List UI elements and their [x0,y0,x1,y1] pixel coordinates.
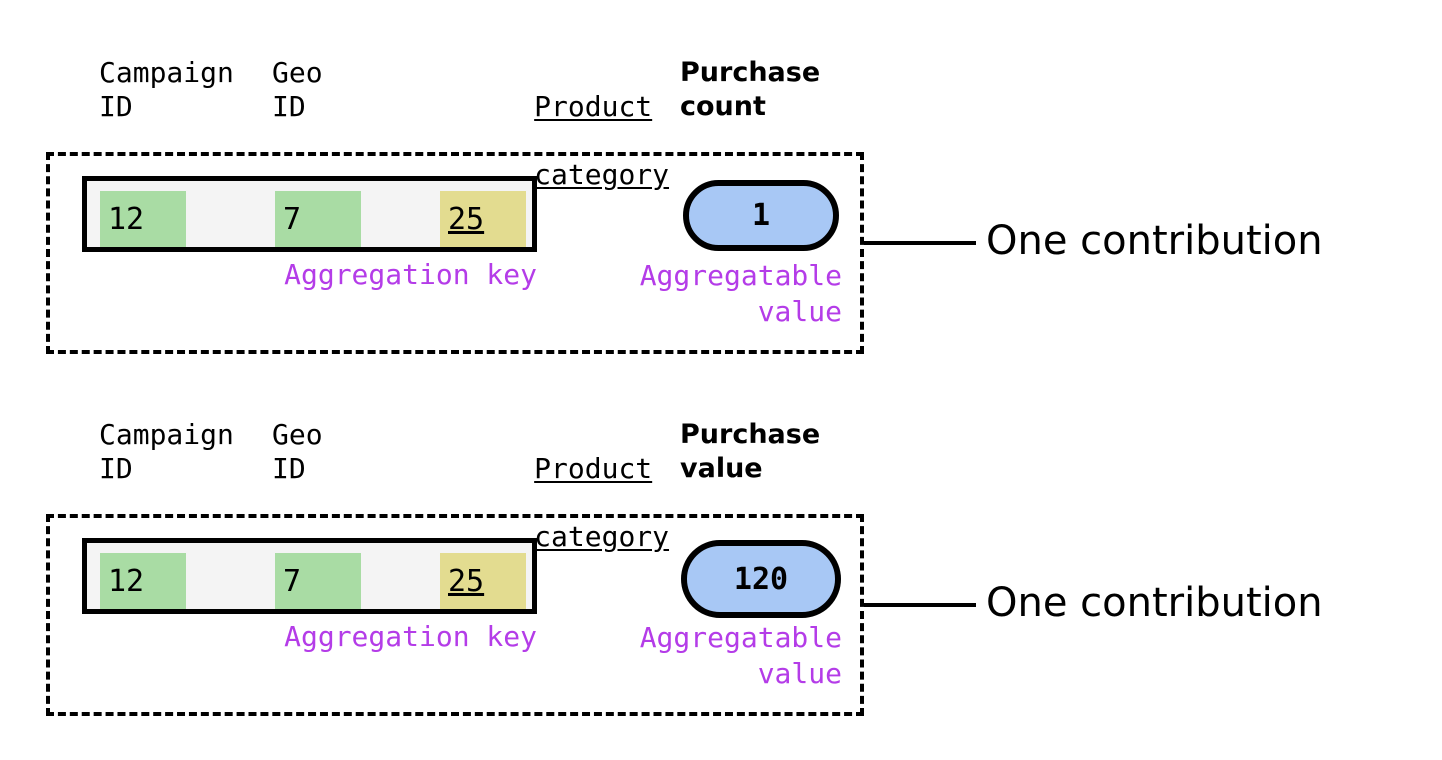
annotation-one-contribution: One contribution [986,218,1323,264]
key-cell-product-category: 25 [440,553,526,609]
aggregation-key-box: 12 7 25 [82,538,537,614]
header-product-category-line2: category [534,158,670,191]
header-product-category: Product category [433,418,669,588]
aggregatable-value-caption: Aggregatable value [639,259,842,328]
key-cell-campaign-id: 12 [100,553,186,609]
key-cell-campaign-id: 12 [100,191,186,247]
header-product-category-line1: Product [534,90,653,123]
contribution-boundary-box: 12 7 25 Aggregation key 120 Aggregatable… [46,514,864,716]
key-cell-product-category: 25 [440,191,526,247]
column-headers-row: Campaign ID Geo ID Product category Purc… [0,56,1442,191]
aggregation-key-caption: Aggregation key [284,620,537,653]
annotation-one-contribution: One contribution [986,580,1323,626]
header-product-category-line2: category [534,520,670,553]
header-geo-id: Geo ID [272,418,323,485]
leader-line [864,241,976,245]
header-campaign-id: Campaign ID [99,56,234,123]
aggregatable-value-pill: 120 [681,540,841,618]
aggregation-key-box: 12 7 25 [82,176,537,252]
header-product-category: Product category [433,56,669,226]
contribution-boundary-box: 12 7 25 Aggregation key 1 Aggregatable v… [46,152,864,354]
header-campaign-id: Campaign ID [99,418,234,485]
aggregation-key-caption: Aggregation key [284,258,537,291]
header-purchase-value: Purchase value [680,419,821,484]
key-cell-geo-id: 7 [275,553,361,609]
aggregatable-value-pill: 1 [683,180,839,251]
aggregatable-value-caption: Aggregatable value [639,621,842,690]
header-geo-id: Geo ID [272,56,323,123]
key-cell-geo-id: 7 [275,191,361,247]
leader-line [864,603,976,607]
column-headers-row: Campaign ID Geo ID Product category Purc… [0,418,1442,553]
header-purchase-count: Purchase count [680,57,821,122]
header-product-category-line1: Product [534,452,653,485]
